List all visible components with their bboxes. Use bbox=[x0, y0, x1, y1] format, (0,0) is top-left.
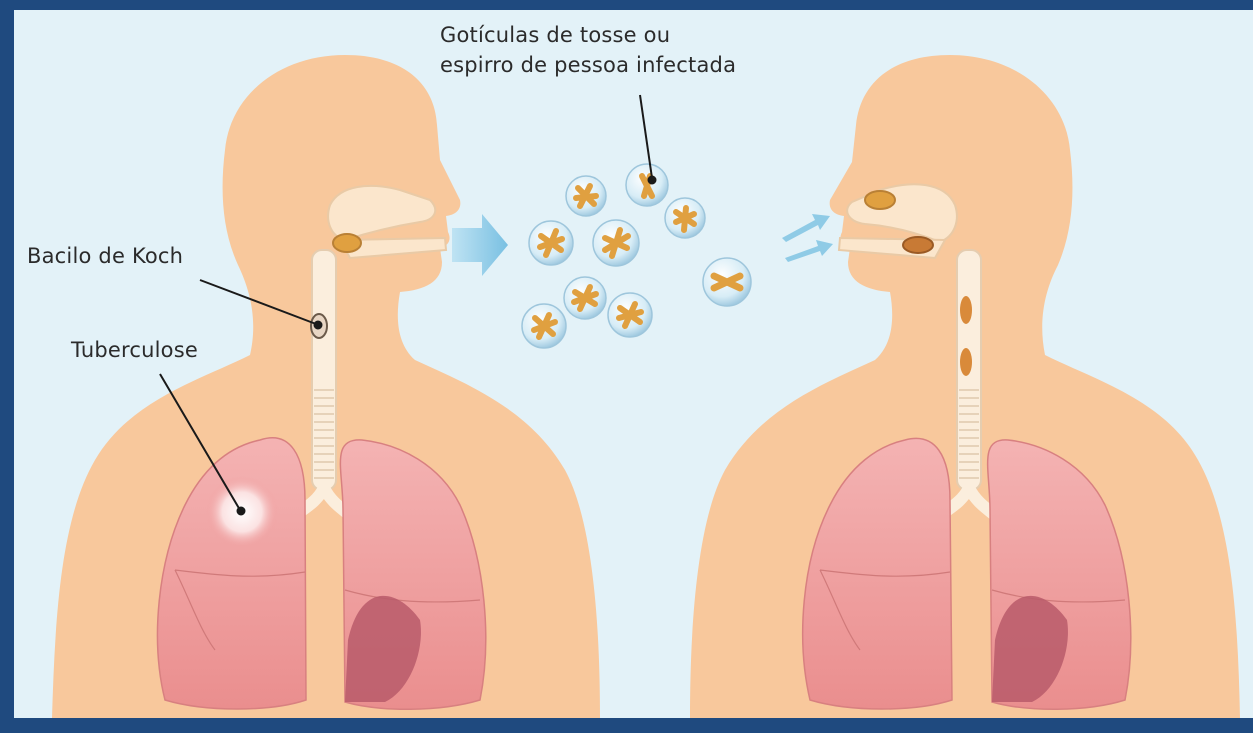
right-bacillus-trachea-upper bbox=[960, 296, 972, 324]
droplets-label-line2: espirro de pessoa infectada bbox=[440, 50, 736, 80]
droplet bbox=[564, 277, 606, 319]
right-bacillus-mouth bbox=[903, 237, 933, 253]
droplet bbox=[522, 304, 566, 348]
droplet bbox=[593, 220, 639, 266]
droplet bbox=[626, 164, 668, 206]
left-bacillus-nasal bbox=[333, 234, 361, 252]
droplets-label: Gotículas de tosse ou espirro de pessoa … bbox=[440, 20, 736, 80]
droplet bbox=[566, 176, 606, 216]
droplet bbox=[608, 293, 652, 337]
right-bacillus-trachea-lower bbox=[960, 348, 972, 376]
droplet bbox=[703, 258, 751, 306]
tuberculosis-label: Tuberculose bbox=[71, 335, 198, 365]
leader-droplets-dot bbox=[649, 177, 656, 184]
droplet bbox=[529, 221, 573, 265]
bacillus-label: Bacilo de Koch bbox=[27, 241, 183, 271]
leader-tuberculosis-dot bbox=[238, 508, 245, 515]
right-bacillus-nose bbox=[865, 191, 895, 209]
leader-bacillus-dot bbox=[315, 322, 322, 329]
droplet bbox=[665, 198, 705, 238]
droplets-label-line1: Gotículas de tosse ou bbox=[440, 20, 736, 50]
